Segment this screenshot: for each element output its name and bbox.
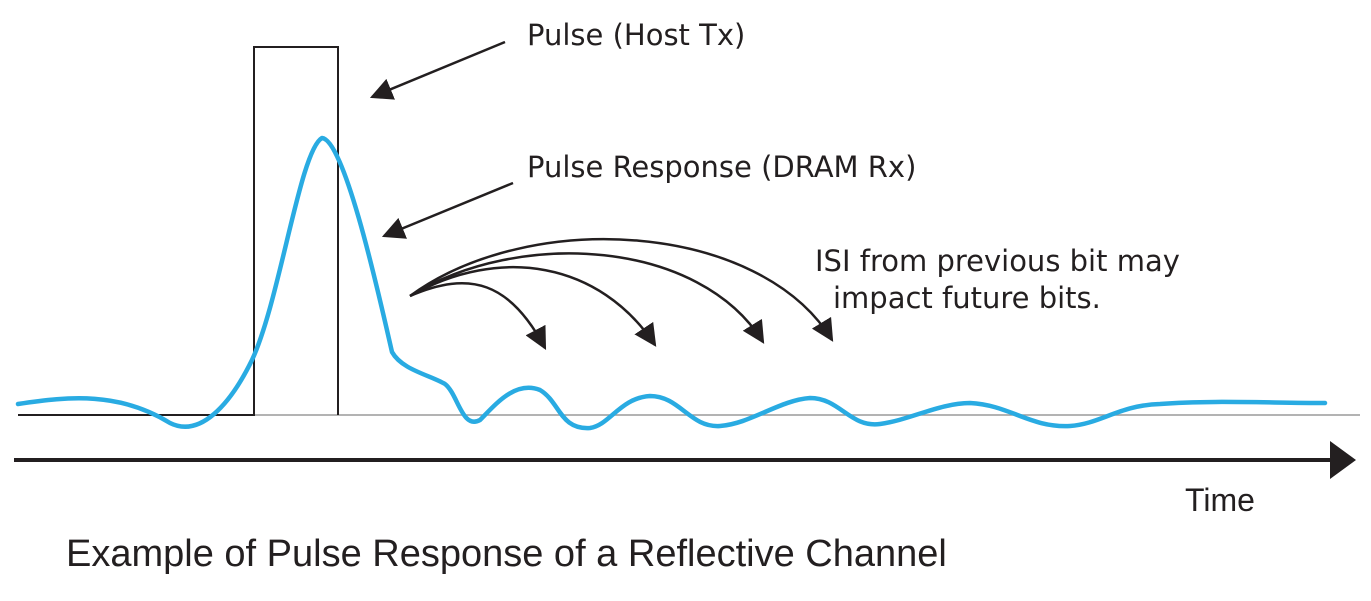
- diagram-caption: Example of Pulse Response of a Reflectiv…: [66, 533, 947, 575]
- isi-arc-1: [409, 282, 547, 350]
- time-axis-arrowhead: [1330, 441, 1356, 479]
- isi-arc-3: [409, 252, 765, 344]
- response-callout-arrow: [381, 181, 514, 239]
- isi-arc-4: [409, 237, 834, 342]
- isi-label-line1: ISI from previous bit may: [815, 244, 1180, 278]
- isi-arc-2: [409, 265, 657, 347]
- pulse-label: Pulse (Host Tx): [527, 18, 745, 52]
- pulse-response-label: Pulse Response (DRAM Rx): [527, 150, 916, 184]
- isi-label-line2: impact future bits.: [833, 281, 1101, 315]
- host-tx-pulse: [18, 46, 339, 416]
- time-axis-label: Time: [1185, 482, 1255, 518]
- dram-rx-pulse-response: [15, 135, 1328, 431]
- pulse-callout-arrow: [369, 40, 506, 100]
